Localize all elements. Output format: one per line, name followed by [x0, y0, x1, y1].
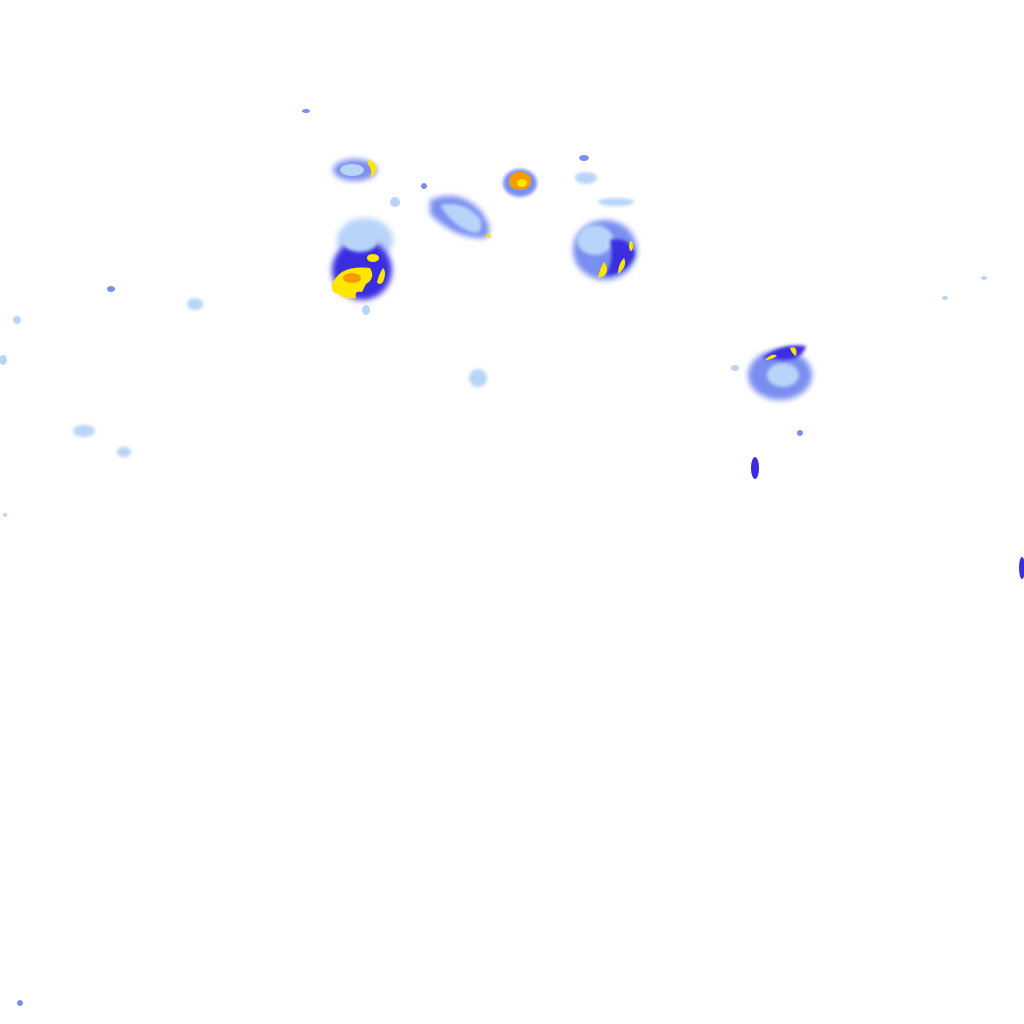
radar-echo: [797, 430, 803, 436]
storm-cell: [430, 196, 491, 239]
radar-echo: [1019, 557, 1024, 579]
radar-echo: [302, 109, 310, 113]
radar-echo: [577, 225, 613, 255]
radar-echo: [517, 179, 527, 187]
radar-echo: [575, 172, 597, 184]
radar-echo: [981, 276, 987, 280]
radar-echo: [343, 273, 361, 283]
radar-echo: [73, 425, 95, 437]
radar-echo: [362, 305, 370, 315]
radar-echo: [390, 197, 400, 207]
radar-echo: [598, 198, 634, 206]
storm-cell: [573, 220, 637, 280]
radar-echo: [13, 316, 21, 324]
radar-echo: [187, 298, 203, 310]
radar-echo: [942, 296, 948, 300]
radar-echo: [790, 347, 797, 356]
radar-echo: [331, 267, 373, 299]
radar-echo: [469, 369, 487, 387]
light-echoes: [0, 109, 1024, 1006]
storm-cell: [748, 345, 812, 479]
radar-echo: [629, 241, 633, 251]
radar-echo: [368, 160, 377, 178]
radar-echo: [731, 365, 739, 371]
radar-echo: [440, 203, 482, 233]
radar-echo: [117, 447, 131, 457]
radar-echo: [618, 258, 626, 274]
radar-echo: [605, 239, 635, 276]
storm-cell: [333, 159, 377, 181]
radar-echo: [0, 355, 7, 365]
radar-echo: [765, 354, 777, 360]
radar-echo: [767, 363, 799, 387]
storm-cell: [503, 169, 537, 197]
radar-echo: [367, 254, 379, 262]
radar-echo: [3, 513, 7, 517]
storm-cell: [331, 218, 393, 300]
radar-echo: [579, 155, 589, 161]
radar-echo: [487, 234, 491, 238]
radar-echo: [17, 1000, 23, 1006]
radar-echo: [377, 268, 385, 284]
radar-echo: [421, 183, 427, 189]
radar-echo: [751, 457, 759, 479]
radar-echo: [340, 164, 364, 176]
radar-echo: [342, 228, 378, 252]
radar-echo: [107, 286, 115, 292]
radar-echo: [598, 262, 607, 278]
